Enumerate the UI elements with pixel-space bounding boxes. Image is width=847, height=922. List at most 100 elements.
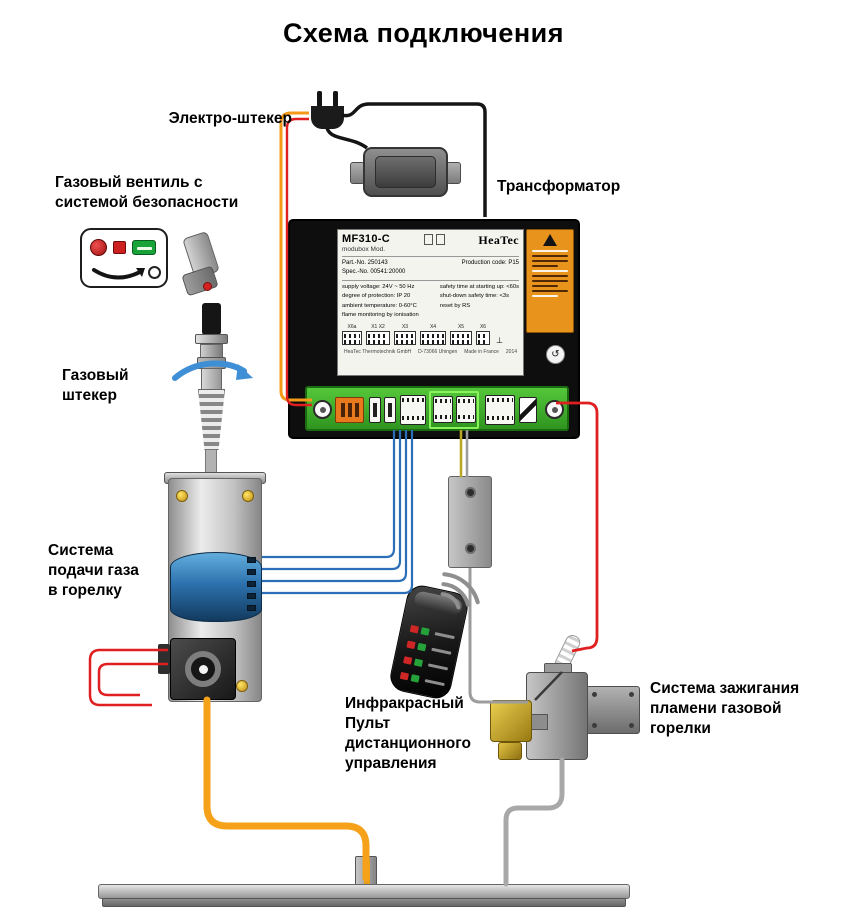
red-ignition-wire [556, 401, 599, 653]
red-button-icon [399, 671, 410, 681]
ignition-pipe [530, 714, 548, 730]
plug-transformer-cable [325, 127, 369, 150]
gas-plug-flange [195, 334, 228, 344]
ignition-brass-fitting [498, 742, 522, 760]
transformer [363, 147, 448, 197]
orange-burner-cable [203, 696, 370, 882]
ignition-brass-valve [490, 700, 532, 742]
coil-terminal [247, 581, 256, 587]
unit-footer: HeaTec Thermotechnik GmbH D-73066 Uhinge… [343, 349, 518, 356]
production-code: Production code: P15 [461, 260, 519, 266]
label-gas-plug: Газовый штекер [62, 367, 129, 405]
safety-control-panel [80, 228, 168, 288]
infrared-remote [387, 582, 471, 702]
reset-button-icon: ↺ [546, 345, 565, 364]
blue-wire [262, 430, 396, 559]
unit-spec-label: MF310-C modubox Mod. HeaTec Part.-No. 25… [337, 229, 524, 376]
connector-box [394, 331, 416, 346]
remote-button-row [406, 640, 452, 655]
pin-terminal-block [433, 396, 453, 423]
label-gas-valve: Газовый вентиль с системой безопасности [55, 174, 239, 212]
specs-right: safety time at starting up: <60s shut-do… [440, 283, 519, 320]
green-button-icon [132, 240, 156, 255]
cert-marks [423, 234, 445, 245]
green-button-icon [410, 674, 420, 683]
blue-wire [262, 430, 408, 583]
highlight-frame [429, 391, 479, 429]
valve-sight-glass-icon [185, 651, 221, 687]
red-valve-wire [88, 648, 168, 707]
spec-line: ambient temperature: 0-60°C [342, 302, 417, 309]
label-transformer: Трансформатор [497, 178, 621, 195]
terminal-strip [305, 386, 569, 431]
rail-cable-clamp [355, 856, 377, 886]
transformer-core [375, 156, 436, 188]
label-ignition: Система зажигания пламени газовой горелк… [650, 680, 800, 738]
dial-ring-icon [148, 266, 161, 279]
red-button-icon [403, 656, 413, 665]
unit-series: modubox Mod. [342, 246, 385, 253]
transformer-right-tab [446, 162, 461, 184]
remote-button-row [403, 656, 449, 671]
remote-lens [413, 590, 464, 616]
burner-rail-base [102, 898, 626, 907]
part-numbers: Part.-No. 250143 Spec.-No. 00541:20000 [342, 259, 405, 277]
label-remote: Инфракрасный Пульт дистанционного управл… [345, 695, 471, 773]
power-plug-icon [311, 91, 344, 129]
unit-model: MF310-C [342, 233, 390, 245]
spec-line: degree of protection: IP 20 [342, 293, 411, 300]
round-terminal [545, 400, 564, 419]
burner-rail [98, 884, 630, 899]
pin-terminal-block [456, 396, 476, 423]
terminal-label: X3 [401, 324, 409, 331]
spec-line: supply voltage: 24V ~ 50 Hz [342, 284, 415, 290]
gas-plug-neck [200, 344, 223, 358]
connector-box [476, 331, 490, 346]
connector-box [450, 331, 472, 346]
terminal-label: X5 [457, 324, 465, 331]
gray-ignition-wire [468, 568, 528, 704]
gray-burner-cable [503, 757, 565, 887]
connector-diagram: X6a X1 X2 X3 X4 X5 [342, 324, 519, 346]
yellow-screw-icon [176, 490, 188, 502]
spec-line: safety time at starting up: <60s [439, 284, 519, 290]
terminal-label: X6 [479, 324, 487, 331]
gas-plug-body [201, 368, 222, 390]
blank-cover-terminal [519, 397, 537, 423]
unit-model-block: MF310-C modubox Mod. [342, 233, 390, 253]
connector-box [366, 331, 390, 346]
connector-box [420, 331, 446, 346]
pin-terminal-block [400, 395, 426, 425]
coil-terminal [247, 557, 256, 563]
gas-plug-corrugation [198, 389, 225, 450]
ground-icon: ⊥ [496, 336, 503, 346]
gas-supply-left-tab [158, 644, 170, 674]
mini-terminal [369, 397, 381, 423]
clamp-slot [364, 860, 370, 884]
gas-supply-coil-band [170, 552, 262, 622]
red-square-button-icon [113, 241, 126, 254]
rotate-arrow-icon [92, 268, 145, 280]
orange-terminal-block [335, 397, 364, 423]
gas-supply-valve-block [170, 638, 236, 700]
red-button-icon [409, 624, 419, 634]
coil-terminal [247, 569, 256, 575]
green-button-icon [420, 627, 430, 636]
green-button-icon [413, 658, 424, 668]
terminal-group-label: X6a [347, 324, 357, 331]
ignition-right-block [586, 686, 640, 734]
gas-valve-fitting-cap [181, 265, 219, 297]
valve-red-indicator-icon [203, 282, 212, 291]
specs-left: supply voltage: 24V ~ 50 Hz degree of pr… [342, 283, 419, 320]
brand-logo: HeaTec [478, 233, 519, 247]
remote-button-row [409, 624, 455, 640]
spec-line: reset by RS [439, 302, 471, 309]
label-electro-plug: Электро-штекер [168, 110, 292, 127]
terminal-label: X4 [429, 324, 437, 331]
remote-button-row [399, 671, 445, 687]
cert-mark-icon [423, 234, 433, 245]
cert-mark-icon [435, 234, 445, 245]
page-title: Схема подключения [282, 18, 565, 48]
